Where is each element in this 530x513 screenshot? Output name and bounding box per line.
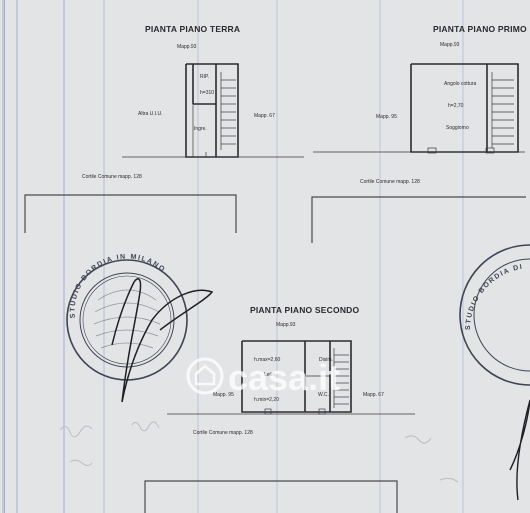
second-hmin-label: h.min=2,20 <box>254 397 279 403</box>
ground-mapp-right-label: Mapp. 67 <box>254 113 275 119</box>
ground-stair <box>220 72 236 150</box>
plan-first-floor: PIANTA PIANO PRIMO Mapp.93 Angolo cottur… <box>311 24 527 243</box>
ground-courtyard-outline <box>24 194 237 233</box>
first-corner-label: Angolo cottura <box>444 81 476 87</box>
plan-second-title: PIANTA PIANO SECONDO <box>250 305 360 315</box>
ground-height-label: h=310 <box>200 90 214 96</box>
second-wc-label: W.C. <box>318 392 329 398</box>
plan-first-title: PIANTA PIANO PRIMO <box>433 24 527 34</box>
plan-ground-title: PIANTA PIANO TERRA <box>145 24 240 34</box>
second-unit-outline <box>241 340 352 413</box>
first-height-label: h=2,70 <box>448 103 464 109</box>
signature-left <box>111 278 214 403</box>
faint-scribbles <box>59 421 459 483</box>
second-closet-label: Disim. <box>319 357 333 363</box>
first-stair <box>491 72 514 148</box>
second-courtyard-outline <box>144 480 398 513</box>
second-courtyard-label: Cortile Comune mapp. 128 <box>193 430 253 436</box>
second-hmax-label: h.max=2,60 <box>254 357 280 363</box>
ground-rip-label: RIP. <box>200 74 209 80</box>
second-mapp-left-label: Mapp. 95 <box>213 392 234 398</box>
watermark-text: casa.it <box>228 357 340 398</box>
first-living-label: Soggiorno <box>446 125 469 131</box>
second-bed-label: Letto <box>264 372 275 378</box>
plan-ground-mapp-top: Mapp.93 <box>177 44 197 50</box>
plan-second-mapp-top: Mapp.93 <box>276 322 296 328</box>
page-ruling <box>2 0 464 513</box>
plan-ground-floor: PIANTA PIANO TERRA Mapp.93 RIP. h=310 Al… <box>24 24 304 233</box>
first-mapp-left-label: Mapp. 95 <box>376 114 397 120</box>
plan-second-floor: PIANTA PIANO SECONDO Mapp.93 h.max=2,60 … <box>144 305 415 513</box>
plan-first-mapp-top: Mapp.93 <box>440 42 460 48</box>
watermark-casa-it: casa.it <box>186 357 340 398</box>
ground-courtyard-label: Cortile Comune mapp. 128 <box>82 174 142 180</box>
watermark-logo-icon <box>186 357 224 395</box>
ground-other-units-label: Altra U.I.U. <box>138 111 162 117</box>
first-courtyard-label: Cortile Comune mapp. 128 <box>360 179 420 185</box>
second-mapp-right-label: Mapp. 67 <box>363 392 384 398</box>
ground-entrance-label: Ingre. <box>194 126 207 132</box>
second-stair <box>333 348 349 408</box>
first-courtyard-outline <box>311 196 526 243</box>
watermark-house-icon <box>194 364 216 386</box>
